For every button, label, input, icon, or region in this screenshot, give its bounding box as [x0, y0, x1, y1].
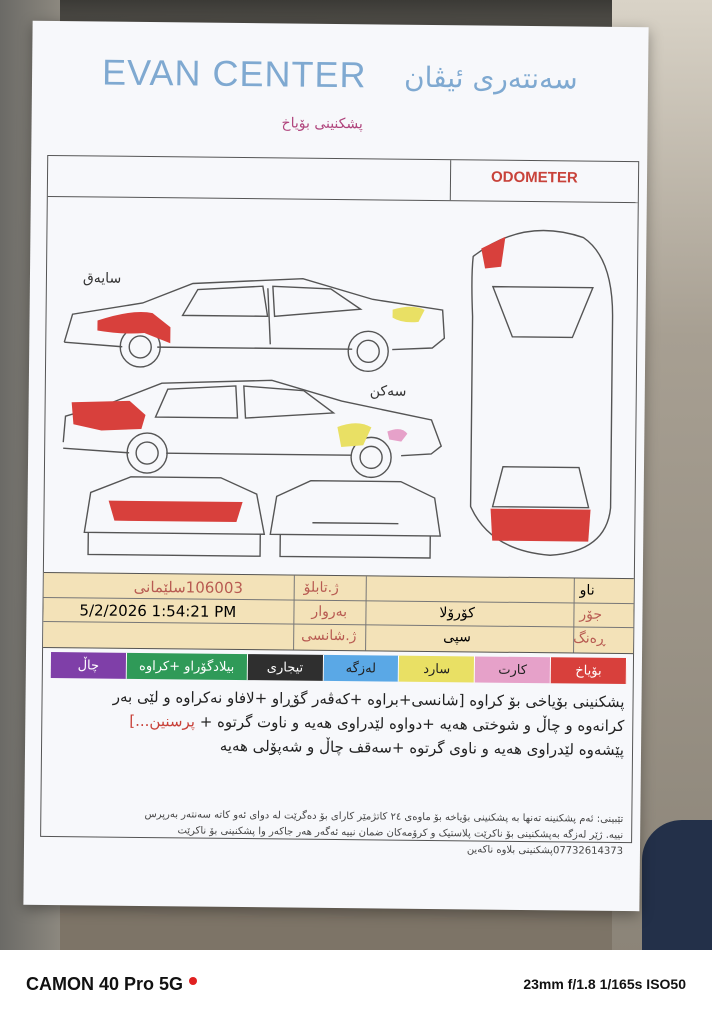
odometer-row: ODOMETER	[47, 155, 640, 204]
form-frame: ODOMETER سایەق سەکن	[40, 154, 640, 857]
type-label: جۆر	[579, 606, 603, 623]
notes-line-2: کرانەوە و چاڵ و شوختی هەیە +دواوە لێدراو…	[199, 712, 625, 736]
notes-line-3: پێشەوە لێدراوی هەیە و ناوی گرتوە +سەقف چ…	[219, 736, 625, 760]
brand-title-kurdish: سەنتەری ئیڤان	[403, 60, 578, 96]
car-top-view	[469, 229, 614, 556]
damage-top-front-left	[481, 236, 506, 269]
inspection-notes: پشکنینی بۆیاخی بۆ کراوە [شانسی+براوە +کە…	[52, 684, 625, 762]
odometer-label: ODOMETER	[490, 168, 578, 187]
damage-front-right-yellow	[337, 423, 372, 448]
odometer-box: ODOMETER	[449, 160, 640, 203]
camera-model-text: CAMON 40 Pro 5G	[26, 974, 184, 994]
brand-title: EVAN CENTER	[101, 51, 367, 96]
car-rear-view	[83, 476, 266, 557]
side-left-label: سایەق	[82, 270, 122, 287]
car-front-view	[269, 480, 442, 559]
car-outline-drawings	[62, 229, 614, 559]
legend-item-cold: سارد	[399, 655, 476, 683]
camera-model: CAMON 40 Pro 5G	[26, 974, 198, 995]
damage-rear-right	[71, 400, 146, 431]
record-dot-icon	[189, 977, 198, 985]
background-fabric	[642, 820, 712, 960]
damage-rear-bumper	[108, 500, 243, 522]
damage-rear-left	[392, 306, 425, 323]
camera-watermark-bar: CAMON 40 Pro 5G 23mm f/1.8 1/165s ISO50	[0, 950, 712, 1024]
color-label: ڕەنگ	[573, 630, 606, 647]
plate-value: 106003سلێمانی	[133, 577, 244, 598]
chassis-label: ژ.شانسی	[301, 627, 357, 645]
plate-label: ژ.تابلۆ	[303, 579, 339, 597]
type-value: کۆرۆلا	[439, 605, 475, 622]
legend-item-scratch: لەزگە	[323, 654, 400, 682]
damage-top-rear	[490, 508, 591, 542]
inspection-sheet: EVAN CENTER سەنتەری ئیڤان پشکنینی بۆیاخ …	[23, 20, 649, 912]
color-value: سپی	[443, 629, 471, 646]
notes-line-2-red: پرسنین...]	[129, 711, 196, 731]
disclaimer-footer: تێبینی: ئەم پشکنینە تەنها بە پشکنینی بۆی…	[51, 806, 623, 860]
legend-item-card: کارت	[475, 656, 552, 684]
vehicle-info-table: ناو جۆر ڕەنگ کۆرۆلا سپی ژ.تابلۆ بەروار ژ…	[43, 571, 634, 655]
date-value: 5/2/2026 1:54:21 PM	[79, 601, 237, 621]
legend-item-paint: بۆیاخ	[550, 657, 628, 685]
damage-front-right-pink	[387, 429, 408, 442]
damage-legend: چاڵ بیلادگۆراو +کراوە تیجاری لەزگە سارد …	[50, 652, 628, 685]
camera-specs: 23mm f/1.8 1/165s ISO50	[523, 976, 686, 992]
legend-item-dent: چاڵ	[50, 652, 127, 679]
legend-item-replaced-opened: بیلادگۆراو +کراوە	[126, 652, 248, 681]
date-label: بەروار	[311, 603, 348, 621]
car-damage-diagram: سایەق سەکن	[50, 202, 632, 572]
side-right-label: سەکن	[369, 383, 407, 400]
legend-item-commercial: تیجاری	[247, 654, 324, 681]
name-label: ناو	[579, 582, 595, 599]
damage-front-left	[97, 311, 171, 344]
sheet-subtitle: پشکنینی بۆیاخ	[281, 115, 363, 133]
